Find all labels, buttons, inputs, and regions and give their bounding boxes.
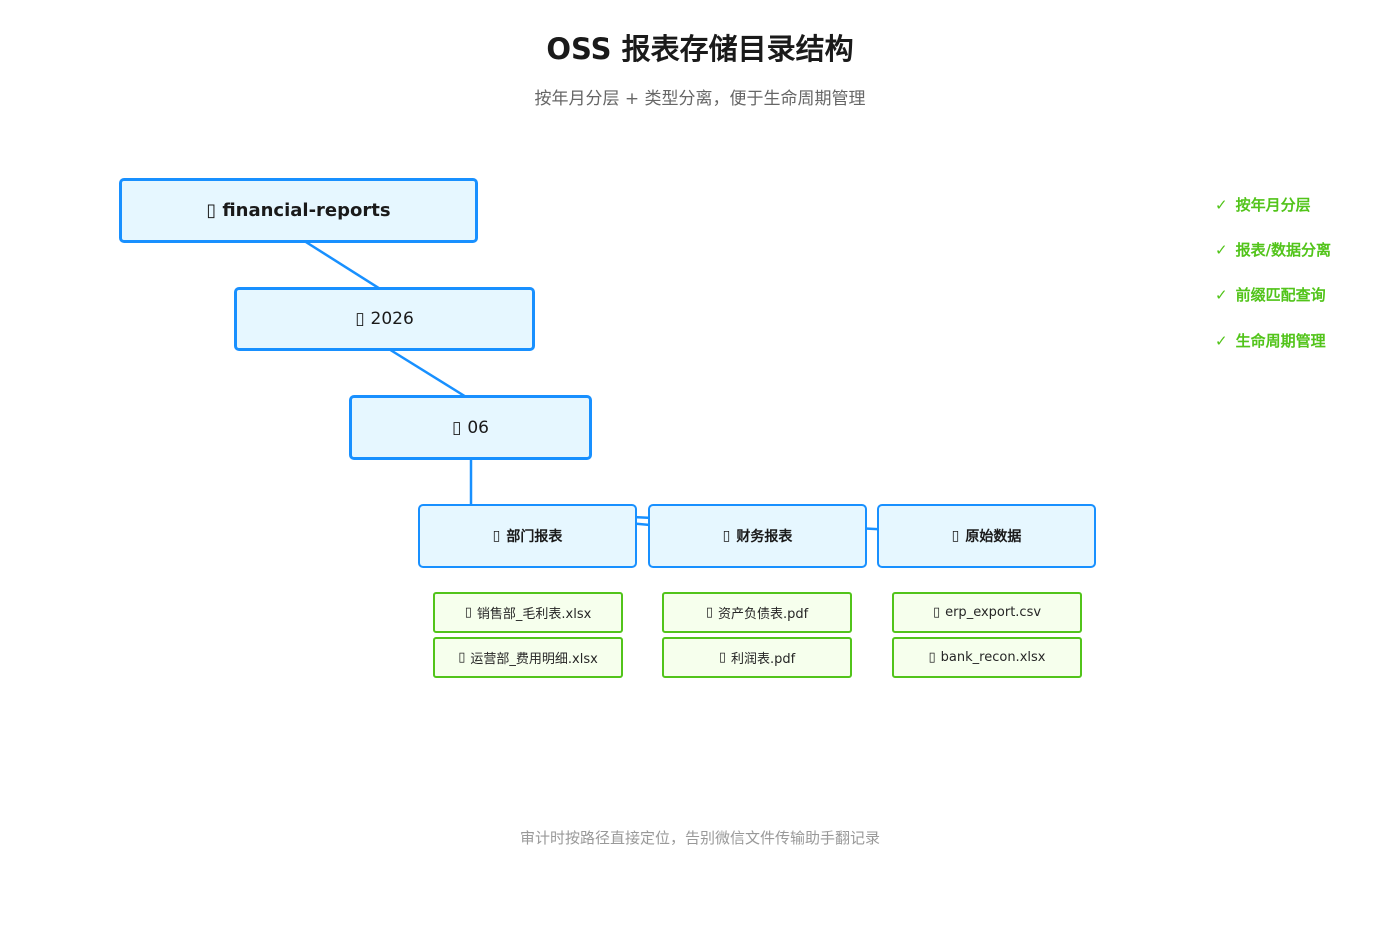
feature-label: 前缀匹配查询: [1235, 286, 1326, 304]
folder-category-label: 原始数据: [965, 529, 1022, 545]
file-item[interactable]: ▯ 资产负债表.pdf: [662, 592, 852, 633]
folder-category-department[interactable]: ▯ 部门报表: [418, 504, 637, 568]
feature-item: ✓ 生命周期管理: [1215, 330, 1326, 351]
file-label: 运营部_费用明细.xlsx: [470, 652, 598, 667]
feature-label: 按年月分层: [1235, 196, 1311, 214]
file-label: bank_recon.xlsx: [940, 650, 1046, 665]
connector-year-month: [383, 344, 472, 402]
folder-root-label: financial-reports: [222, 200, 391, 221]
file-label: erp_export.csv: [945, 605, 1042, 620]
file-item[interactable]: ▯ 运营部_费用明细.xlsx: [433, 637, 623, 678]
folder-icon: ▯: [492, 528, 501, 544]
file-icon: ▯: [718, 650, 726, 665]
feature-label: 生命周期管理: [1235, 332, 1326, 350]
folder-category-raw-data[interactable]: ▯ 原始数据: [877, 504, 1096, 568]
folder-icon: ▯: [951, 528, 960, 544]
file-icon: ▯: [458, 650, 466, 665]
folder-category-financial[interactable]: ▯ 财务报表: [648, 504, 867, 568]
folder-year-label: 2026: [370, 309, 414, 329]
file-label: 资产负债表.pdf: [717, 607, 809, 622]
file-item[interactable]: ▯ 销售部_毛利表.xlsx: [433, 592, 623, 633]
check-icon: ✓: [1215, 286, 1228, 304]
folder-category-label: 财务报表: [736, 529, 793, 545]
folder-category-label: 部门报表: [506, 529, 563, 545]
folder-icon: ▯: [206, 200, 217, 221]
footer-note: 审计时按路径直接定位，告别微信文件传输助手翻记录: [519, 829, 880, 847]
feature-label: 报表/数据分离: [1235, 241, 1332, 259]
diagram-title: OSS 报表存储目录结构: [546, 32, 854, 66]
folder-year[interactable]: ▯ 2026: [234, 287, 535, 351]
check-icon: ✓: [1215, 332, 1228, 350]
diagram-subtitle: 按年月分层 + 类型分离，便于生命周期管理: [534, 89, 866, 109]
folder-icon: ▯: [722, 528, 731, 544]
check-icon: ✓: [1215, 196, 1228, 214]
file-icon: ▯: [928, 650, 936, 665]
folder-icon: ▯: [452, 417, 462, 438]
file-item[interactable]: ▯ 利润表.pdf: [662, 637, 852, 678]
file-label: 利润表.pdf: [730, 652, 796, 667]
feature-item: ✓ 报表/数据分离: [1215, 239, 1331, 260]
feature-item: ✓ 前缀匹配查询: [1215, 284, 1326, 305]
connector-root-year: [297, 235, 386, 294]
file-item[interactable]: ▯ erp_export.csv: [892, 592, 1082, 633]
file-icon: ▯: [705, 605, 713, 620]
feature-item: ✓ 按年月分层: [1215, 194, 1311, 215]
file-label: 销售部_毛利表.xlsx: [476, 607, 592, 622]
file-icon: ▯: [464, 605, 472, 620]
folder-icon: ▯: [355, 309, 365, 329]
file-icon: ▯: [932, 605, 941, 620]
folder-root[interactable]: ▯ financial-reports: [119, 178, 478, 243]
folder-month-label: 06: [467, 417, 489, 438]
file-item[interactable]: ▯ bank_recon.xlsx: [892, 637, 1082, 678]
check-icon: ✓: [1215, 241, 1228, 259]
folder-month[interactable]: ▯ 06: [349, 395, 592, 460]
